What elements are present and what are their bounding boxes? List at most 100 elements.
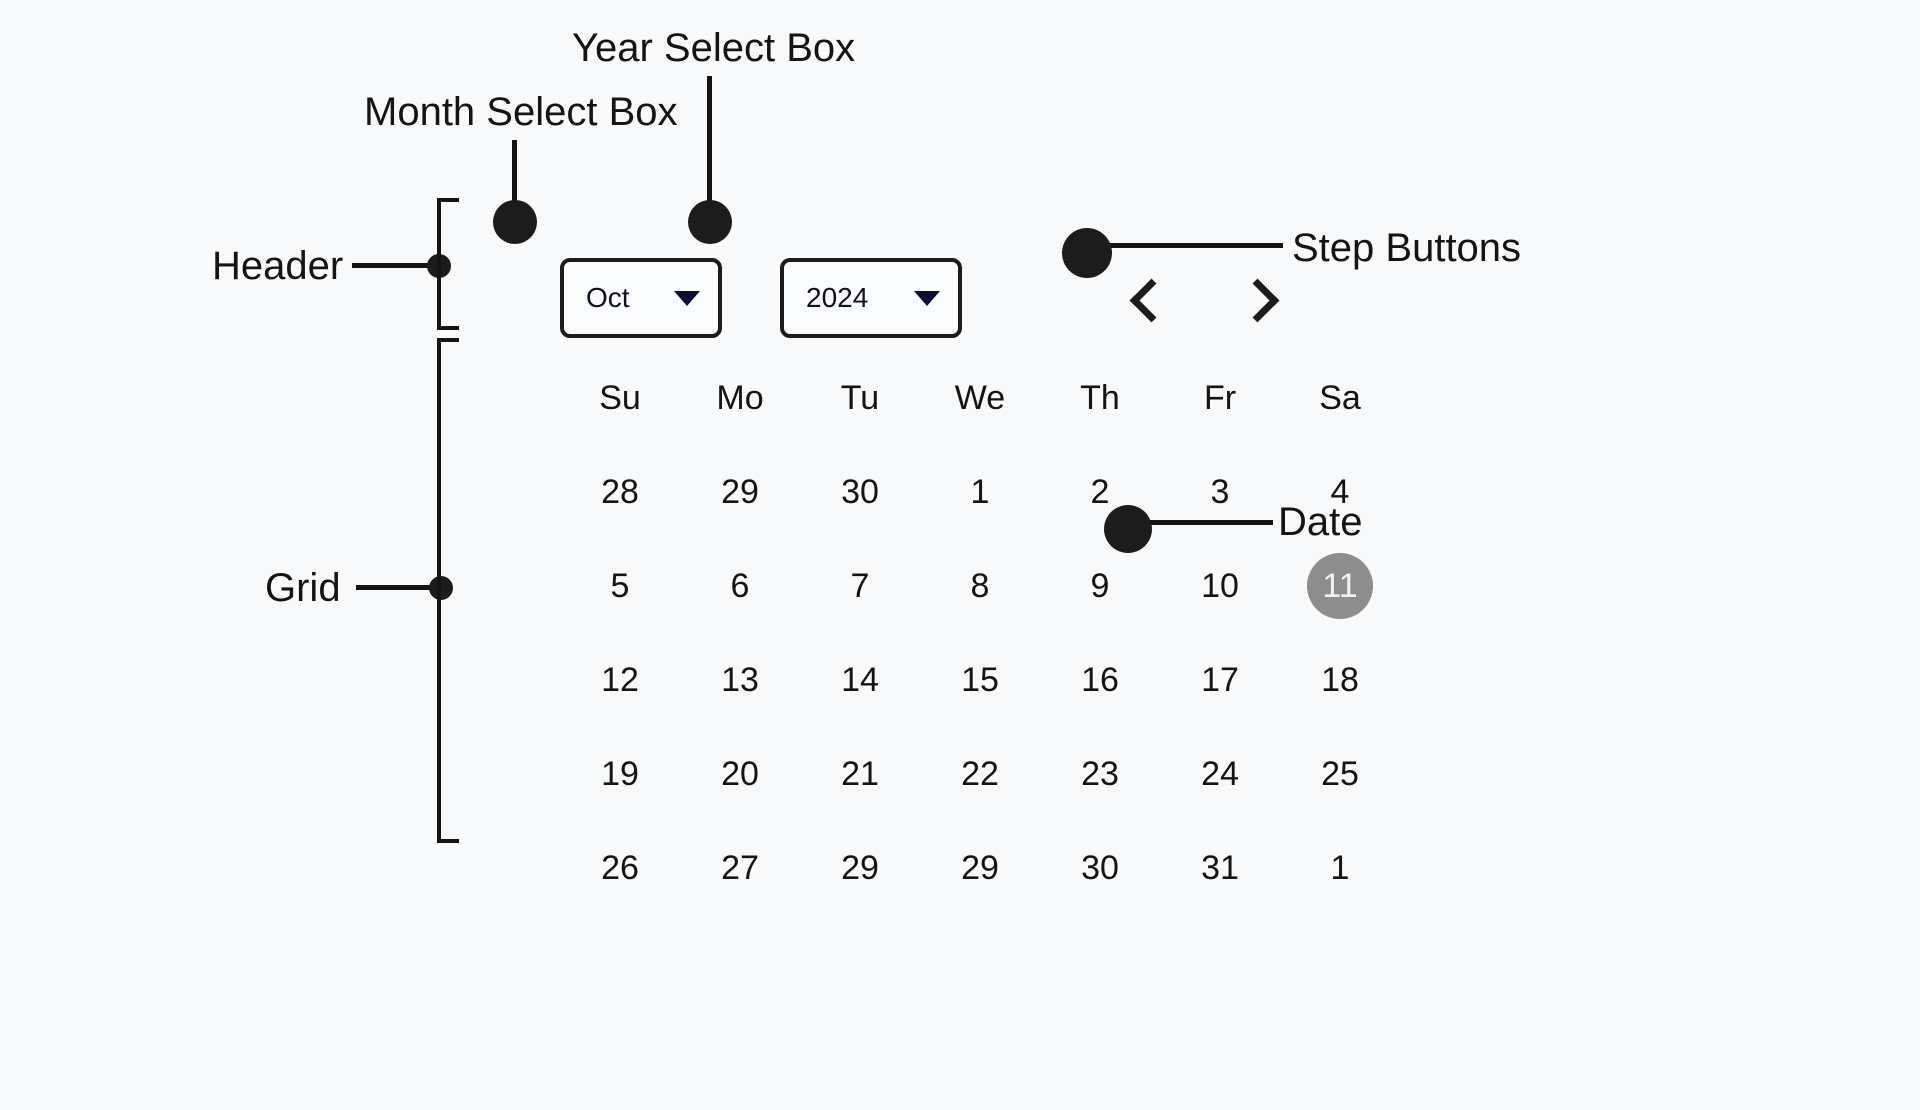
bracket-header-group xyxy=(437,198,459,330)
calendar-day[interactable]: 5 xyxy=(560,550,680,622)
calendar-day[interactable]: 15 xyxy=(920,644,1040,716)
calendar-day-label: 24 xyxy=(1201,754,1239,793)
calendar-day[interactable]: 3 xyxy=(1160,456,1280,528)
calendar-day[interactable]: 13 xyxy=(680,644,800,716)
calendar-day[interactable]: 24 xyxy=(1160,738,1280,810)
calendar-day[interactable]: 1 xyxy=(920,456,1040,528)
bracket-grid-group xyxy=(437,338,459,843)
callout-step-buttons: Step Buttons xyxy=(1292,226,1522,270)
leader-dot-step-buttons xyxy=(1062,228,1112,278)
calendar-day[interactable]: 29 xyxy=(920,832,1040,904)
weekday-header: Su xyxy=(599,378,641,417)
calendar-day[interactable]: 17 xyxy=(1160,644,1280,716)
calendar-day[interactable]: 7 xyxy=(800,550,920,622)
calendar-day-label: 13 xyxy=(721,660,759,699)
calendar-day[interactable]: 27 xyxy=(680,832,800,904)
callout-header: Header xyxy=(212,244,344,288)
calendar-day[interactable]: 22 xyxy=(920,738,1040,810)
calendar-day[interactable]: 10 xyxy=(1160,550,1280,622)
chevron-down-icon xyxy=(674,290,700,306)
chevron-left-icon[interactable] xyxy=(1130,281,1164,315)
calendar-day-label: 2 xyxy=(1090,472,1110,511)
chevron-down-icon xyxy=(914,290,940,306)
leader-line-grid xyxy=(356,585,448,590)
leader-dot-year-select xyxy=(688,200,732,244)
calendar-day-label: 1 xyxy=(970,472,990,511)
calendar-day-label: 15 xyxy=(961,660,999,699)
calendar-day-label: 20 xyxy=(721,754,759,793)
calendar-day-label: 27 xyxy=(721,848,759,887)
calendar-day[interactable]: 1 xyxy=(1280,832,1400,904)
calendar-day-label: 19 xyxy=(601,754,639,793)
calendar-day-label: 9 xyxy=(1090,566,1110,605)
calendar-day-label: 21 xyxy=(841,754,879,793)
leader-line-step-buttons xyxy=(1083,243,1283,248)
calendar-day-label: 31 xyxy=(1201,848,1239,887)
calendar-day[interactable]: 16 xyxy=(1040,644,1160,716)
step-buttons-group xyxy=(1130,281,1270,315)
calendar-day-label: 30 xyxy=(841,472,879,511)
calendar-day[interactable]: 25 xyxy=(1280,738,1400,810)
weekday-header: Sa xyxy=(1319,378,1361,417)
leader-line-date xyxy=(1128,520,1273,525)
weekday-header: Tu xyxy=(840,378,880,417)
calendar-day[interactable]: 8 xyxy=(920,550,1040,622)
calendar-day-label: 11 xyxy=(1307,553,1373,619)
calendar-day-label: 7 xyxy=(850,566,870,605)
calendar-day[interactable]: 20 xyxy=(680,738,800,810)
year-select-box[interactable]: 2024 xyxy=(780,258,962,338)
calendar-day[interactable]: 4 xyxy=(1280,456,1400,528)
calendar-day[interactable]: 2 xyxy=(1040,456,1160,528)
calendar-day-label: 17 xyxy=(1201,660,1239,699)
calendar-day[interactable]: 12 xyxy=(560,644,680,716)
calendar-day-label: 29 xyxy=(961,848,999,887)
calendar-day[interactable]: 28 xyxy=(560,456,680,528)
calendar-day[interactable]: 21 xyxy=(800,738,920,810)
calendar-day-label: 28 xyxy=(601,472,639,511)
callout-year-select-box: Year Select Box xyxy=(572,26,856,70)
calendar-day-label: 6 xyxy=(730,566,750,605)
datepicker-header: Oct 2024 xyxy=(560,248,1400,348)
calendar-day-label: 4 xyxy=(1330,472,1350,511)
calendar-day-label: 22 xyxy=(961,754,999,793)
leader-line-month-select xyxy=(512,140,517,226)
calendar-day[interactable]: 19 xyxy=(560,738,680,810)
calendar-day[interactable]: 23 xyxy=(1040,738,1160,810)
weekday-header: Mo xyxy=(716,378,764,417)
calendar-day[interactable]: 29 xyxy=(800,832,920,904)
month-select-box[interactable]: Oct xyxy=(560,258,722,338)
calendar-day-label: 1 xyxy=(1330,848,1350,887)
calendar-day[interactable]: 9 xyxy=(1040,550,1160,622)
calendar-day[interactable]: 14 xyxy=(800,644,920,716)
calendar-day-selected[interactable]: 11 xyxy=(1280,550,1400,622)
calendar-day[interactable]: 30 xyxy=(1040,832,1160,904)
calendar-day-label: 10 xyxy=(1201,566,1239,605)
calendar-day-label: 26 xyxy=(601,848,639,887)
calendar-day-label: 5 xyxy=(610,566,630,605)
leader-line-year-select xyxy=(707,76,712,226)
callout-month-select-box: Month Select Box xyxy=(364,90,678,134)
calendar-day[interactable]: 29 xyxy=(680,456,800,528)
calendar-day-label: 18 xyxy=(1321,660,1359,699)
callout-date: Date xyxy=(1278,500,1363,544)
calendar-day[interactable]: 18 xyxy=(1280,644,1400,716)
leader-line-header xyxy=(352,263,444,268)
chevron-right-icon[interactable] xyxy=(1236,281,1270,315)
weekday-header: We xyxy=(954,378,1006,417)
weekday-header: Th xyxy=(1080,378,1120,417)
weekday-header: Fr xyxy=(1203,378,1237,417)
leader-dot-month-select xyxy=(493,200,537,244)
calendar-day[interactable]: 26 xyxy=(560,832,680,904)
calendar-day-label: 8 xyxy=(970,566,990,605)
month-select-value: Oct xyxy=(586,282,630,313)
calendar-day-label: 25 xyxy=(1321,754,1359,793)
calendar-day-label: 29 xyxy=(841,848,879,887)
calendar-day-label: 12 xyxy=(601,660,639,699)
calendar-day[interactable]: 6 xyxy=(680,550,800,622)
calendar-day[interactable]: 30 xyxy=(800,456,920,528)
leader-dot-date xyxy=(1104,505,1152,553)
calendar-day[interactable]: 31 xyxy=(1160,832,1280,904)
